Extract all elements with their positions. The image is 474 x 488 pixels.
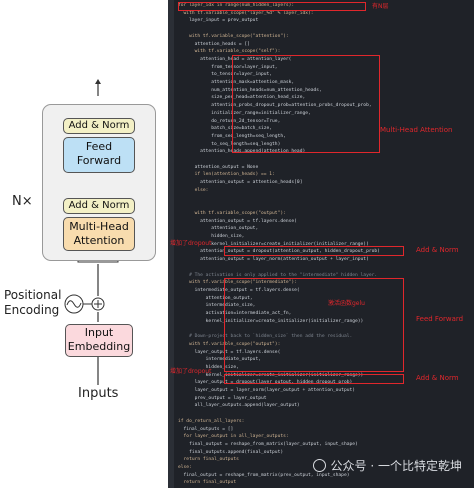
code-line: attention_output = tf.layers.dense(: [178, 218, 297, 224]
code-line: kernel_initializer=create_initializer(in…: [178, 318, 364, 324]
feed-forward-line-2: Forward: [76, 154, 122, 167]
code-line: layer_input = prev_output: [178, 18, 259, 24]
code-line: else:: [178, 187, 209, 193]
code-line: attention_heads = []: [178, 41, 250, 47]
annotation-mha: Multi-Head Attention: [380, 126, 453, 134]
code-line: hidden_size,: [178, 234, 245, 239]
code-line: layer_output = layer_norm(layer_output +…: [178, 388, 356, 393]
feed-forward-block: Feed Forward: [63, 137, 135, 173]
annotation-addnorm-2: Add & Norm: [416, 374, 459, 382]
code-line: with tf.variable_scope("output"):: [178, 210, 286, 216]
code-line: final_outputs = []: [178, 426, 234, 432]
code-line: else:: [178, 465, 192, 470]
code-line: with tf.variable_scope("self"):: [178, 49, 281, 55]
code-line: final_output = reshape_from_matrix(layer…: [178, 441, 358, 447]
code-line: from_seq_length=seq_length,: [178, 133, 286, 139]
code-line: with tf.variable_scope("attention"):: [178, 33, 289, 39]
code-line: activation=intermediate_act_fn,: [178, 311, 292, 316]
code-line: kernel_initializer=create_initializer(in…: [178, 241, 369, 247]
highlight-feed-forward: [224, 278, 404, 372]
wechat-icon: [312, 459, 326, 472]
annotation-activation: 激活函数gelu: [328, 300, 365, 307]
code-line: layer_output = dropout(layer_output, hid…: [178, 380, 353, 386]
highlight-addnorm-1: [224, 246, 404, 256]
code-line: attention_output,: [178, 226, 259, 232]
add-norm-top: Add & Norm: [63, 118, 135, 134]
code-line: attention_probs_dropout_prob=attention_p…: [178, 103, 372, 109]
embedding-line-2: Embedding: [67, 340, 131, 353]
code-line: from_tensor=layer_input,: [178, 64, 278, 70]
code-line: attention_output = None: [178, 164, 259, 170]
code-line: all_layer_outputs.append(layer_output): [178, 403, 300, 409]
code-line: if len(attention_heads) == 1:: [178, 172, 275, 178]
code-editor[interactable]: for layer_idx in range(num_hidden_layers…: [168, 0, 474, 488]
code-line: attention_output,: [178, 295, 253, 301]
code-line: final_output = reshape_from_matrix(prev_…: [178, 472, 350, 478]
code-line: if do_return_all_layers:: [178, 418, 245, 424]
code-line: attention_head = attention_layer(: [178, 56, 292, 62]
input-embedding-block: Input Embedding: [65, 324, 133, 357]
code-line: with tf.variable_scope("layer_%d" % laye…: [178, 10, 314, 16]
positional-encoding-line-2: Encoding: [4, 303, 60, 317]
code-line: intermediate_output = tf.layers.dense(: [178, 287, 300, 293]
code-line: attention_mask=attention_mask,: [178, 80, 295, 85]
positional-encoding-label: Positional Encoding: [4, 288, 61, 318]
annotation-feed-forward: Feed Forward: [416, 315, 464, 323]
mha-line-2: Attention: [73, 234, 125, 247]
add-norm-bottom: Add & Norm: [63, 198, 135, 214]
highlight-attention: [232, 55, 380, 153]
highlight-loop: [178, 2, 366, 11]
annotation-dropout-2: 增加了dropout: [170, 368, 212, 375]
inputs-label: Inputs: [78, 386, 119, 401]
code-line: attention_output = layer_norm(attention_…: [178, 257, 369, 263]
code-line: attention_heads.append(attention_head): [178, 149, 306, 155]
code-line: to_seq_length=seq_length): [178, 141, 281, 147]
highlight-addnorm-2: [224, 374, 404, 384]
code-line: intermediate_size,: [178, 303, 256, 309]
code-line: kernel_initializer=create_initializer(in…: [178, 372, 364, 378]
annotation-dropout-1: 增加了dropout: [170, 240, 212, 247]
code-line: size_per_head=attention_head_size,: [178, 95, 306, 101]
code-line: do_return_2d_tensor=True,: [178, 118, 281, 124]
mha-line-1: Multi-Head: [69, 220, 129, 233]
code-line: return final_outputs: [178, 457, 239, 463]
positional-encoding-line-1: Positional: [4, 288, 62, 302]
code-line: for layer_output in all_layer_outputs:: [178, 434, 289, 440]
watermark-text: 公众号 · 一个比特定乾坤: [330, 459, 462, 473]
code-line: num_attention_heads=num_attention_heads,: [178, 87, 322, 93]
code-line: with tf.variable_scope("output"):: [178, 341, 281, 347]
code-line: final_outputs.append(final_output): [178, 449, 284, 455]
code-line: # The activation is only applied to the …: [178, 272, 378, 278]
code-line: initializer_range=initializer_range,: [178, 110, 311, 116]
code-line: batch_size=batch_size,: [178, 126, 273, 132]
code-line: attention_output = dropout(attention_out…: [178, 249, 380, 255]
annotation-addnorm-1: Add & Norm: [416, 246, 459, 254]
code-line: prev_output = layer_output: [178, 395, 267, 401]
code-line: hidden_size,: [178, 364, 239, 370]
embedding-line-1: Input: [84, 326, 114, 339]
transformer-diagram: Add & Norm Feed Forward Add & Norm Multi…: [0, 0, 168, 488]
code-line: for layer_idx in range(num_hidden_layers…: [178, 3, 295, 8]
nx-label: N×: [12, 194, 33, 209]
code-line: with tf.variable_scope("intermediate"):: [178, 280, 297, 286]
code-line: return final_output: [178, 480, 237, 486]
code-line: to_tensor=layer_input,: [178, 72, 273, 78]
editor-gutter: [168, 0, 174, 488]
feed-forward-line-1: Feed: [85, 140, 113, 153]
watermark: 公众号 · 一个比特定乾坤: [312, 457, 462, 474]
annotation-loop: 有N层: [372, 3, 389, 10]
code-line: # Down-project back to `hidden_size` the…: [178, 334, 353, 340]
code-line: intermediate_output,: [178, 357, 261, 363]
code-line: attention_output = attention_heads[0]: [178, 180, 303, 186]
code-line: layer_output = tf.layers.dense(: [178, 349, 281, 355]
multi-head-attention-block: Multi-Head Attention: [63, 217, 135, 251]
